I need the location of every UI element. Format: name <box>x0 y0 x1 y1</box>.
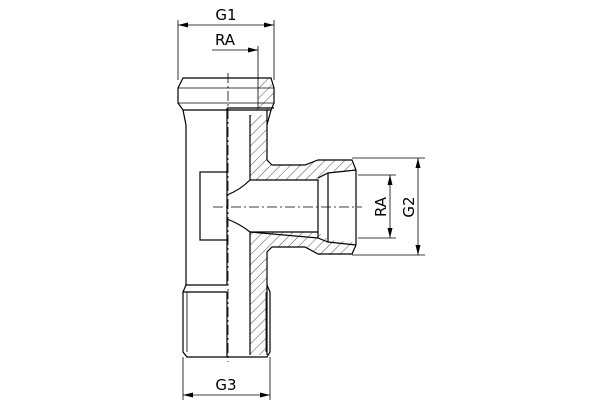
dimension-g2: G2 <box>352 157 425 256</box>
label-g3: G3 <box>215 376 236 394</box>
dimension-g1: G1 <box>177 6 275 80</box>
dimension-g3: G3 <box>182 357 271 400</box>
label-ra-right: RA <box>372 196 390 217</box>
tee-body <box>185 110 357 355</box>
label-ra-top: RA <box>215 31 236 49</box>
label-g1: G1 <box>215 6 236 24</box>
lower-thread <box>182 284 271 358</box>
label-g2: G2 <box>400 196 418 217</box>
dimension-ra-top: RA <box>212 31 259 108</box>
dimension-ra-right: RA <box>358 174 396 239</box>
